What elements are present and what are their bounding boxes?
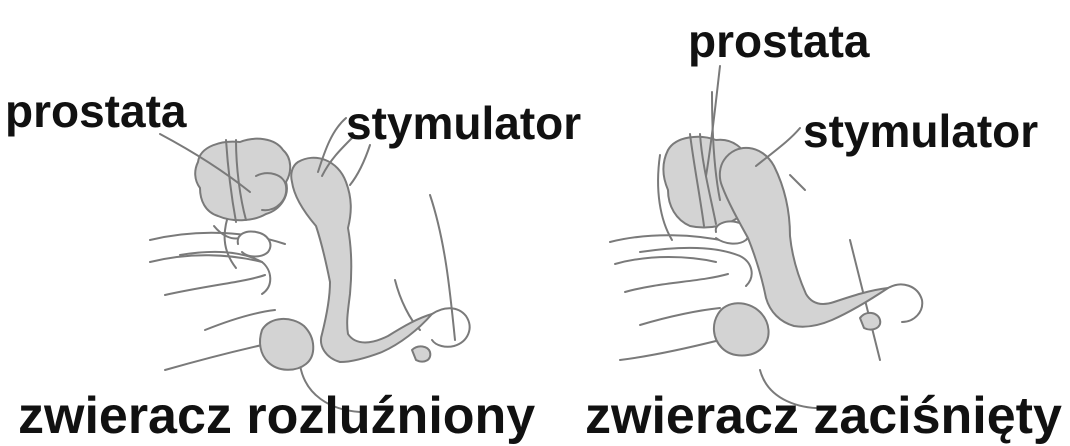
rectum-shape xyxy=(180,252,270,294)
nerve-curl xyxy=(432,308,470,347)
pointer-line xyxy=(756,128,800,166)
tissue-contour xyxy=(620,340,720,360)
nerve-curl xyxy=(860,313,880,330)
tissue-contour xyxy=(350,145,370,185)
prostate-label-relaxed: prostata xyxy=(5,88,186,134)
caption-relaxed: zwieracz rozluźniony xyxy=(18,390,535,442)
tissue-contour xyxy=(165,345,262,370)
tissue-contour xyxy=(165,275,265,295)
stimulator-shape xyxy=(291,158,432,362)
prostate-label-contracted: prostata xyxy=(688,18,869,64)
caption-contracted: zwieracz zaciśnięty xyxy=(585,390,1062,442)
stimulator-label-contracted: stymulator xyxy=(803,108,1038,154)
panel-relaxed-illustration xyxy=(150,118,470,412)
tissue-contour xyxy=(615,257,716,264)
nerve-curl xyxy=(888,284,922,322)
rectum-shape xyxy=(238,232,271,257)
nerve-curl xyxy=(412,346,430,361)
tissue-contour xyxy=(625,274,728,292)
tissue-contour xyxy=(640,308,720,325)
tissue-contour xyxy=(430,195,455,340)
sphincter-bulb xyxy=(260,319,313,370)
sphincter-bulb xyxy=(714,303,769,355)
tissue-contour xyxy=(790,175,805,190)
stimulator-label-relaxed: stymulator xyxy=(346,100,581,146)
